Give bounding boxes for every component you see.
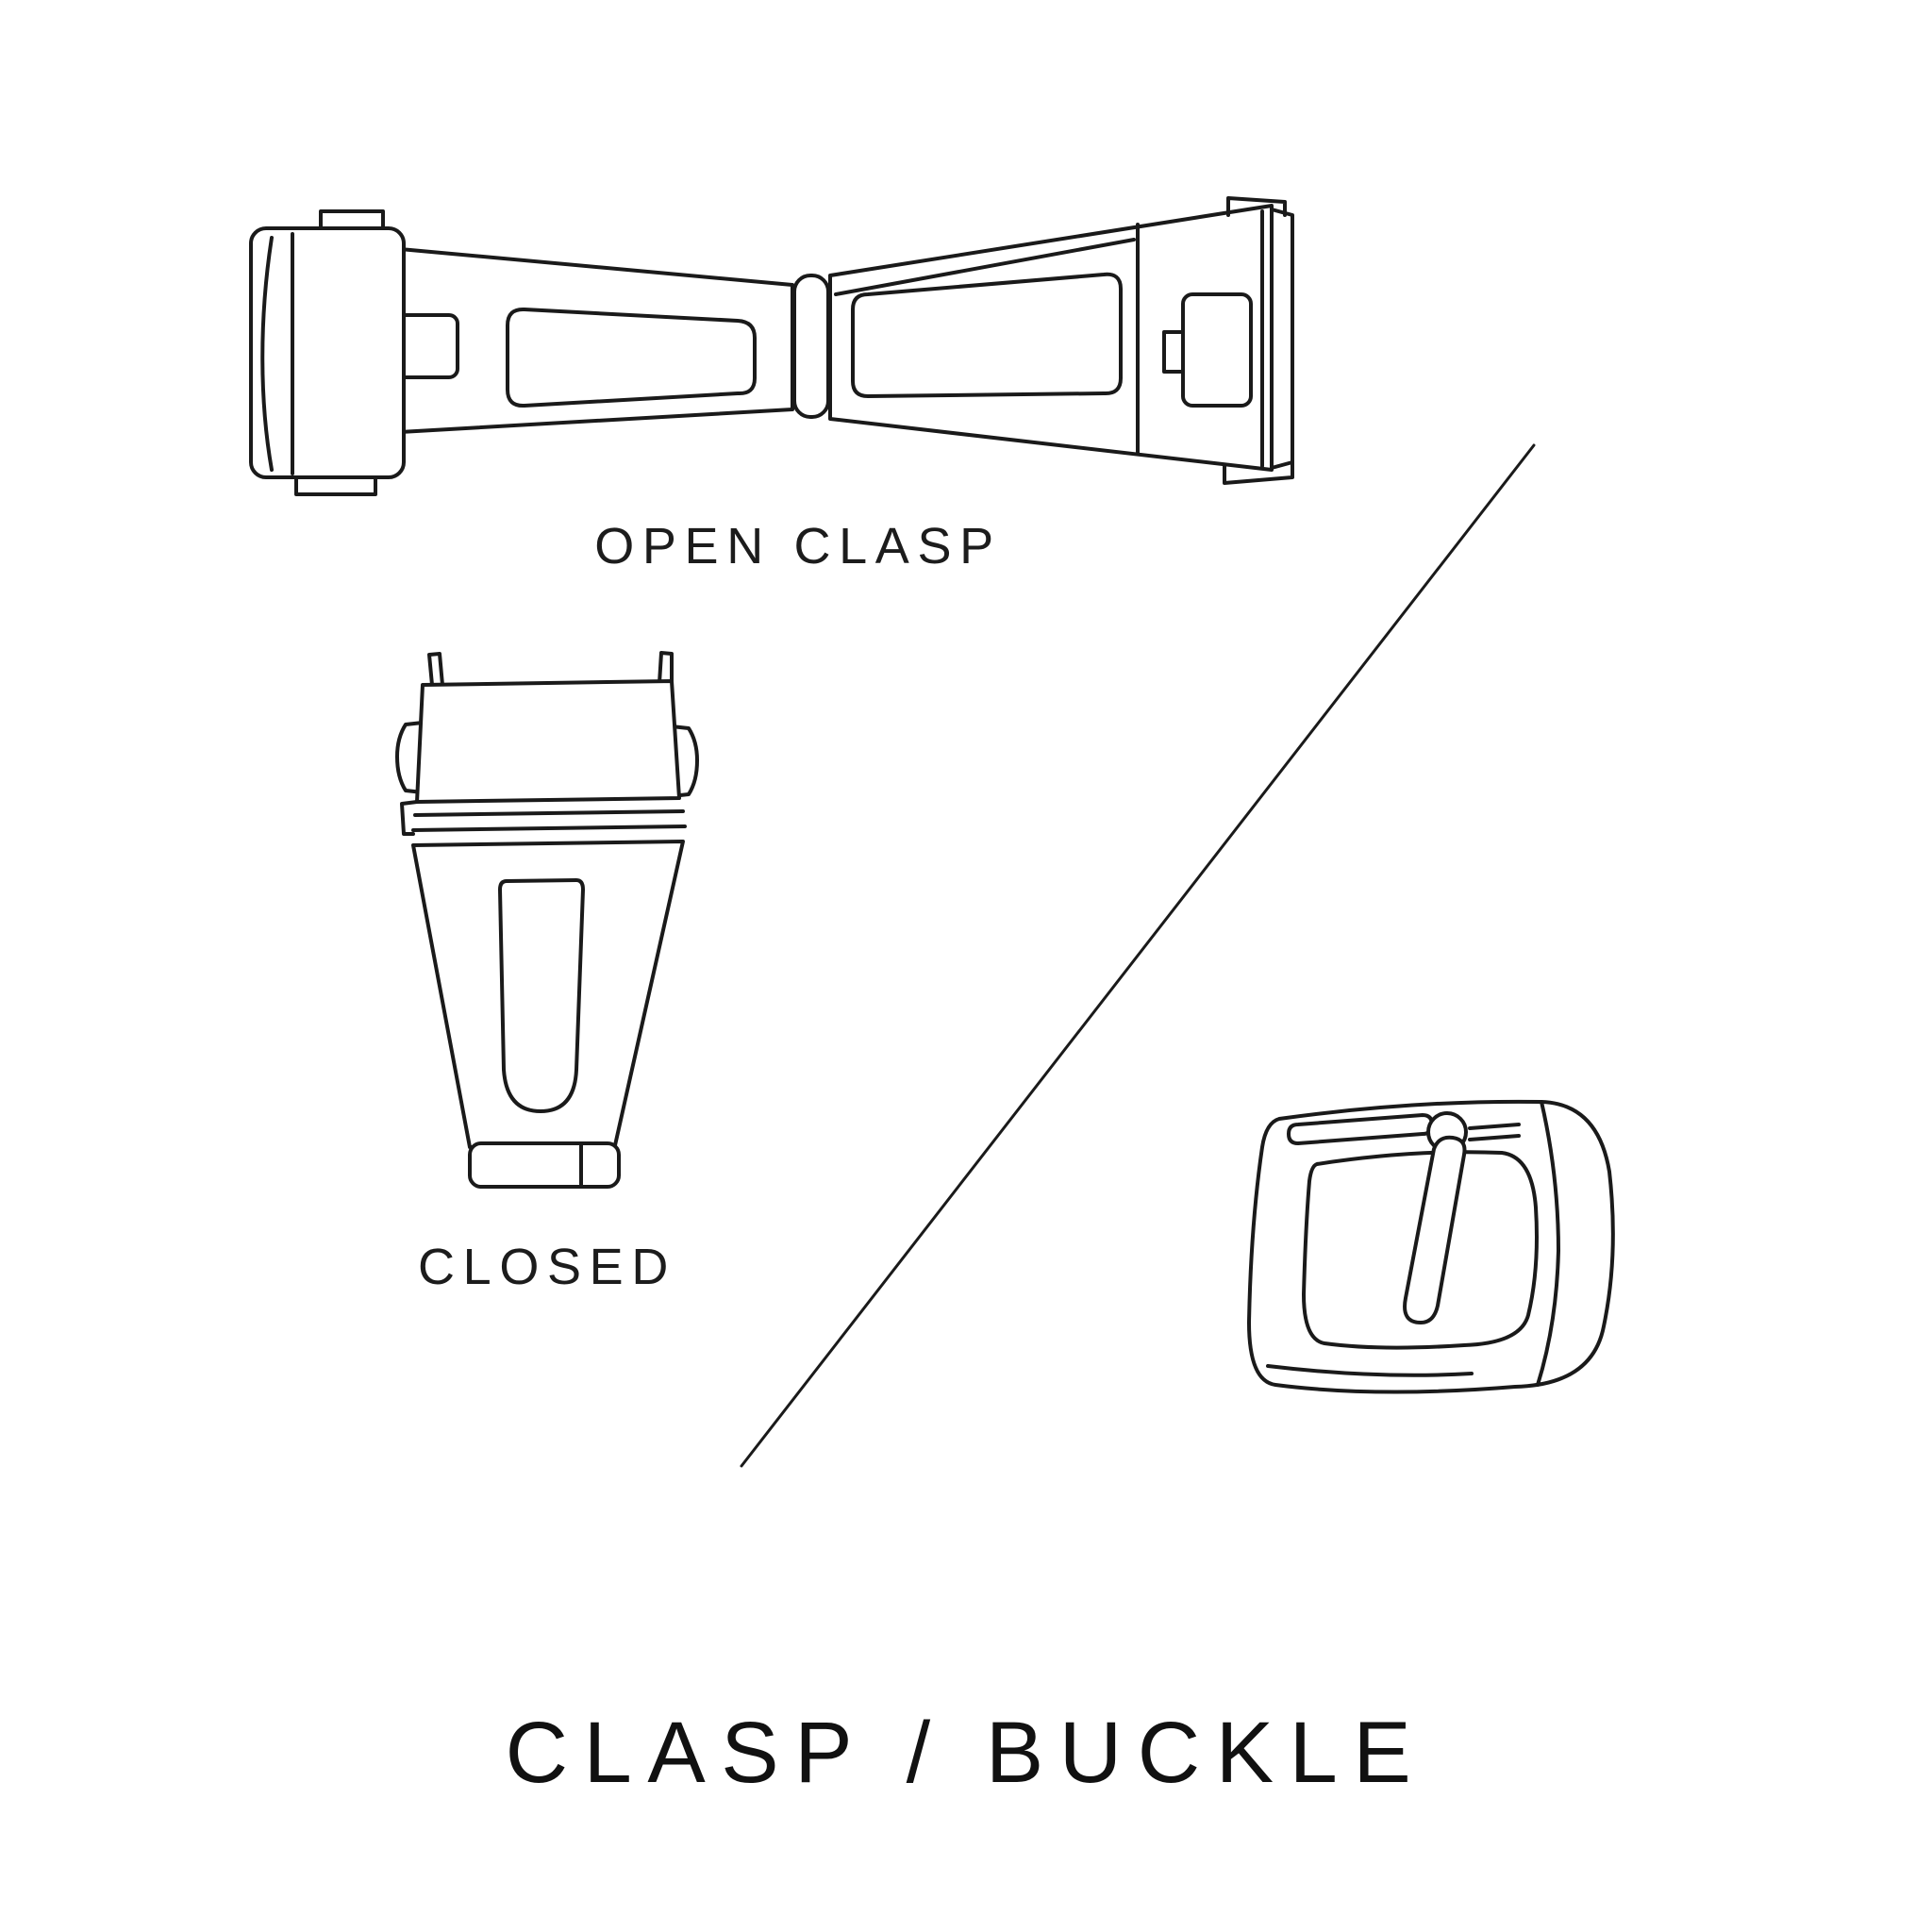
- closed-clasp-illustration: [395, 651, 699, 1189]
- closed-clasp-label: CLOSED: [418, 1239, 676, 1295]
- pin-buckle-illustration: [1247, 1099, 1615, 1394]
- diagram-title: CLASP / BUCKLE: [505, 1705, 1427, 1801]
- diagonal-divider: [740, 443, 1536, 1468]
- open-clasp-label: OPEN CLASP: [594, 518, 1002, 575]
- open-clasp-illustration: [249, 196, 1294, 496]
